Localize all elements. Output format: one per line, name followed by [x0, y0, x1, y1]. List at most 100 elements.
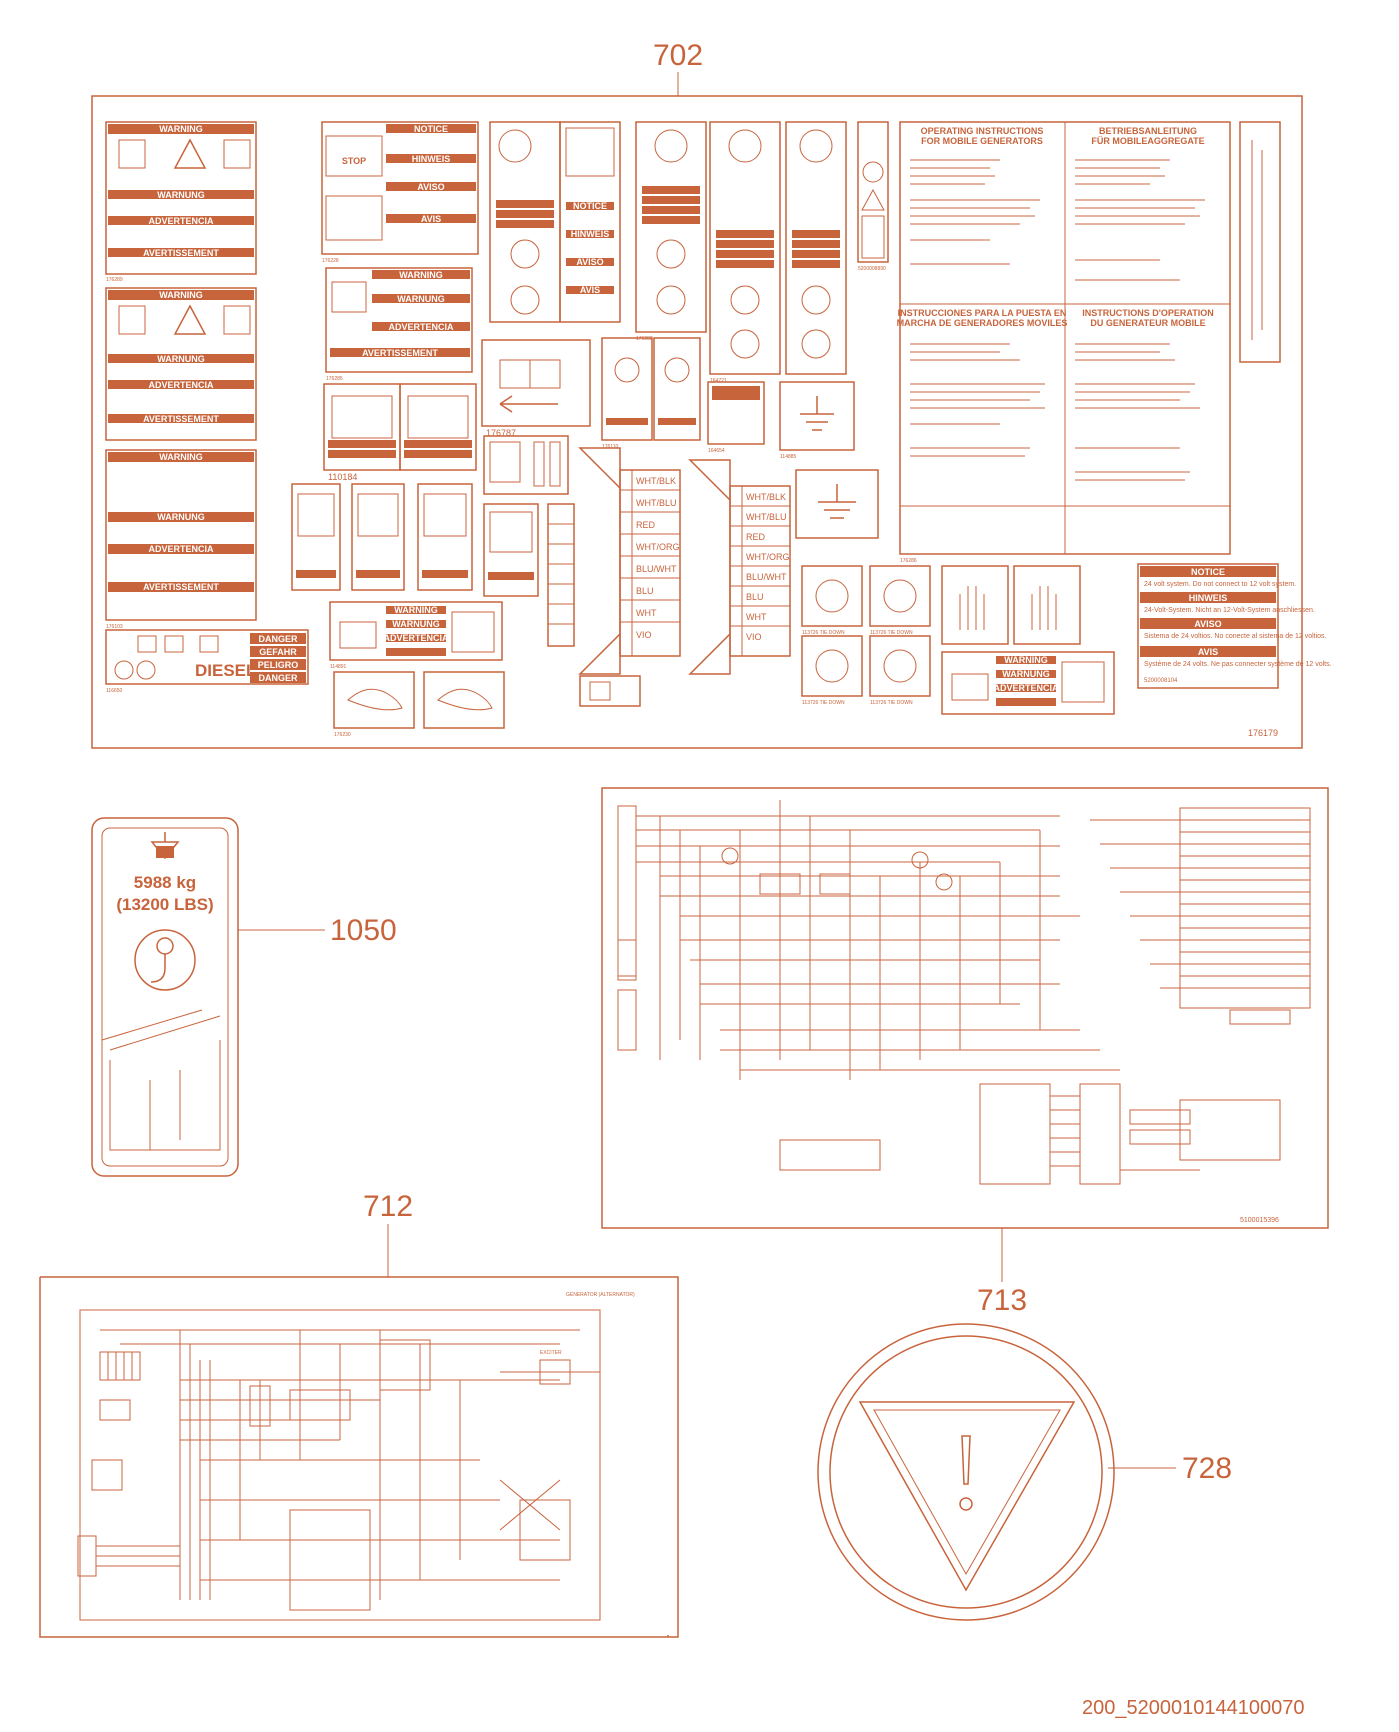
svg-text:NOTICE: NOTICE	[414, 124, 448, 134]
svg-text:AVIS: AVIS	[1198, 647, 1218, 657]
burn-card-1: 110184	[323, 383, 401, 482]
svg-text:RED: RED	[636, 520, 656, 530]
svg-text:AVIS: AVIS	[421, 214, 441, 224]
svg-text:HINWEIS: HINWEIS	[571, 229, 610, 239]
svg-text:AVISO: AVISO	[1194, 619, 1221, 629]
protection-column-2	[635, 121, 707, 333]
svg-text:Système de 24 volts. Ne pas co: Système de 24 volts. Ne pas connecter sy…	[1144, 661, 1332, 668]
svg-text:DANGER: DANGER	[258, 634, 298, 644]
wire-color-strip-1: WHT/BLK WHT/BLU RED WHT/ORG BLU/WHT BLU …	[578, 447, 681, 675]
callout-712[interactable]: 712	[363, 1190, 413, 1223]
weight-kg: 5988 kg	[134, 873, 196, 892]
svg-text:176228: 176228	[322, 258, 339, 264]
callout-1050[interactable]: 1050	[330, 914, 397, 947]
svg-text:176286: 176286	[900, 558, 917, 564]
svg-text:GEFAHR: GEFAHR	[259, 647, 297, 657]
triangle-decal-728	[817, 1323, 1115, 1621]
narrow-strip-decal	[547, 503, 575, 647]
glove-decal-4	[1013, 565, 1081, 645]
svg-text:113726 TIE DOWN: 113726 TIE DOWN	[870, 700, 913, 706]
operating-instructions-panel: OPERATING INSTRUCTIONS FOR MOBILE GENERA…	[897, 121, 1231, 555]
glove-decal-2	[423, 671, 505, 729]
schematic-712: GENERATOR (ALTERNATOR) EXCITER	[39, 1276, 679, 1638]
svg-text:ADVERTENCIA: ADVERTENCIA	[148, 544, 214, 554]
warning-card-mid: WARNING WARNUNG ADVERTENCIA AVERTISSEMEN…	[325, 267, 473, 373]
ground-decal-1	[779, 381, 855, 451]
tie-down-decal-2: 113726 TIE DOWN	[869, 565, 931, 636]
svg-text:WARNUNG: WARNUNG	[157, 190, 205, 200]
svg-text:ADVERTENCIA: ADVERTENCIA	[993, 683, 1059, 693]
svg-text:WARNUNG: WARNUNG	[397, 294, 445, 304]
svg-text:MARCHA DE GENERADORES MOVILES: MARCHA DE GENERADORES MOVILES	[897, 318, 1068, 328]
svg-text:BLU: BLU	[636, 586, 654, 596]
svg-text:HINWEIS: HINWEIS	[1189, 593, 1228, 603]
danger-card: DIESEL DANGER GEFAHR PELIGRO DANGER	[105, 629, 309, 685]
svg-text:113726 TIE DOWN: 113726 TIE DOWN	[870, 630, 913, 636]
svg-text:WARNING: WARNING	[399, 270, 443, 280]
generator-label: GENERATOR (ALTERNATOR)	[566, 1292, 635, 1298]
svg-text:Sistema de 24 voltios. No cone: Sistema de 24 voltios. No conecte al sis…	[1144, 633, 1327, 640]
svg-text:24 volt system. Do not connec: 24 volt system. Do not connect to 12 vol…	[1144, 581, 1296, 588]
svg-text:116650: 116650	[106, 688, 123, 694]
exciter-label: EXCITER	[540, 1350, 562, 1356]
svg-text:WHT/BLK: WHT/BLK	[746, 492, 786, 502]
svg-text:176110: 176110	[602, 444, 619, 450]
battery-warning-decal-2: WARNING WARNUNG ADVERTENCIA	[941, 651, 1115, 715]
warning-card-3: WARNING WARNUNG ADVERTENCIA AVERTISSEMEN…	[105, 449, 257, 621]
warning-card-2: WARNING WARNUNG ADVERTENCIA AVERTISSEMEN…	[105, 287, 257, 441]
callout-713[interactable]: 713	[977, 1284, 1027, 1317]
small-warning-decal-3	[417, 483, 473, 591]
svg-text:176103: 176103	[106, 624, 123, 630]
svg-text:WARNING: WARNING	[159, 452, 203, 462]
svg-text:WHT/ORG: WHT/ORG	[636, 542, 680, 552]
svg-text:DU GENERATEUR MOBILE: DU GENERATEUR MOBILE	[1090, 318, 1205, 328]
svg-text:VIO: VIO	[636, 630, 652, 640]
small-warning-decal-4	[483, 435, 569, 495]
svg-text:AVERTISSEMENT: AVERTISSEMENT	[362, 348, 438, 358]
svg-text:ADVERTENCIA: ADVERTENCIA	[148, 380, 214, 390]
svg-text:NOTICE: NOTICE	[1191, 567, 1225, 577]
svg-text:WARNING: WARNING	[159, 124, 203, 134]
svg-text:VIO: VIO	[746, 632, 762, 642]
svg-text:WARNUNG: WARNUNG	[157, 512, 205, 522]
schematic-713-number: 5100015396	[1240, 1217, 1279, 1224]
svg-text:113726 TIE DOWN: 113726 TIE DOWN	[802, 700, 845, 706]
svg-text:AVISO: AVISO	[576, 257, 603, 267]
svg-text:BLU: BLU	[746, 592, 764, 602]
narrow-vertical-decal	[857, 121, 889, 263]
svg-text:ADVERTENCIA: ADVERTENCIA	[388, 322, 454, 332]
svg-text:WARNUNG: WARNUNG	[392, 619, 440, 629]
protection-column-4	[785, 121, 847, 375]
callout-728[interactable]: 728	[1182, 1452, 1232, 1485]
svg-text:ADVERTENCIA: ADVERTENCIA	[383, 633, 449, 643]
svg-text:176285: 176285	[326, 376, 343, 382]
svg-text:FÜR MOBILEAGGREGATE: FÜR MOBILEAGGREGATE	[1091, 136, 1204, 146]
document-number: 200_5200010144100070	[1082, 1697, 1304, 1719]
callout-702[interactable]: 702	[653, 39, 703, 72]
glove-decal-1	[333, 671, 415, 729]
small-warning-decal-2	[351, 483, 405, 591]
warning-card-1: WARNING WARNUNG ADVERTENCIA AVERTISSEMEN…	[105, 121, 257, 275]
svg-text:WARNING: WARNING	[159, 290, 203, 300]
svg-text:WHT/BLU: WHT/BLU	[746, 512, 787, 522]
svg-text:176282: 176282	[636, 336, 653, 342]
tie-down-decal-1: 113726 TIE DOWN	[801, 565, 863, 636]
protection-column-3	[709, 121, 781, 375]
schematic-713: 5100015396	[601, 787, 1329, 1229]
burn-card-2	[399, 383, 477, 471]
svg-text:AVERTISSEMENT: AVERTISSEMENT	[143, 582, 219, 592]
svg-text:NOTICE: NOTICE	[573, 201, 607, 211]
volt-notice-decal: NOTICE 24 volt system. Do not connect to…	[1137, 563, 1332, 689]
svg-text:INSTRUCTIONS D'OPERATION: INSTRUCTIONS D'OPERATION	[1082, 308, 1213, 318]
manual-icon-decal: 176787	[481, 339, 591, 438]
svg-text:INSTRUCCIONES PARA LA PUESTA E: INSTRUCCIONES PARA LA PUESTA EN	[898, 308, 1067, 318]
svg-text:110184: 110184	[328, 472, 357, 482]
svg-text:176230: 176230	[334, 732, 351, 738]
svg-text:5200008890: 5200008890	[858, 266, 886, 272]
svg-text:DANGER: DANGER	[258, 673, 298, 683]
svg-text:DIESEL: DIESEL	[195, 661, 256, 680]
svg-text:WARNING: WARNING	[394, 605, 438, 615]
hook-decal-1	[601, 337, 653, 441]
svg-text:AVERTISSEMENT: AVERTISSEMENT	[143, 248, 219, 258]
svg-text:BLU/WHT: BLU/WHT	[636, 564, 677, 574]
